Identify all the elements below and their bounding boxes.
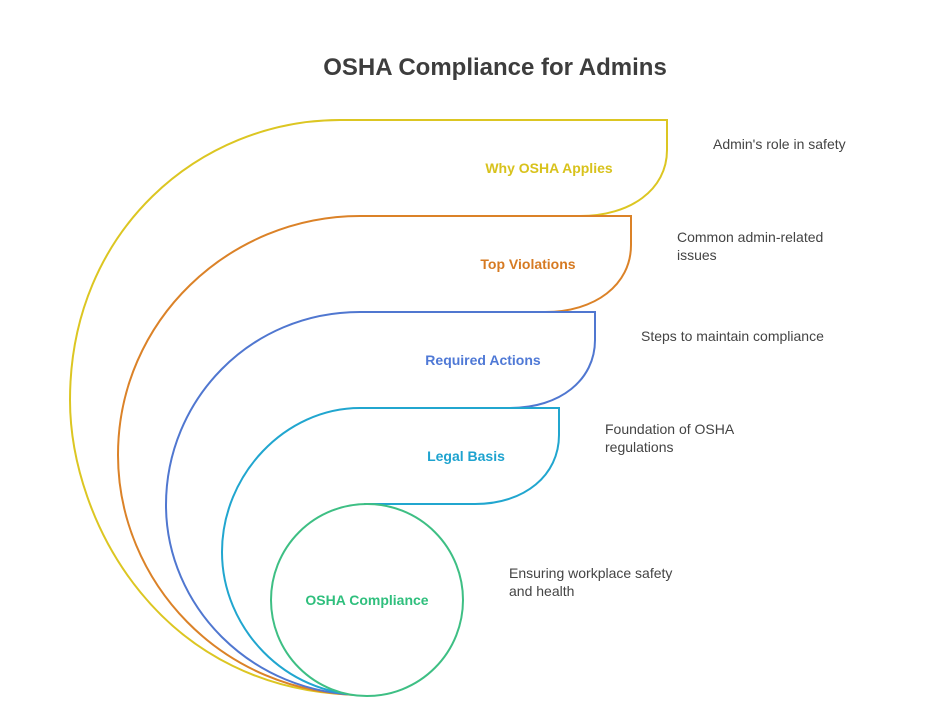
core-circle-osha-compliance (270, 503, 464, 697)
core-label-osha-compliance: OSHA Compliance (305, 592, 428, 608)
description-line: Admin's role in safety (713, 136, 846, 152)
description-line: Steps to maintain compliance (641, 328, 824, 344)
description-line: Foundation of OSHA (605, 421, 735, 437)
description-required-actions: Steps to maintain compliance (641, 327, 901, 345)
diagram-title: OSHA Compliance for Admins (323, 54, 667, 81)
description-line: and health (509, 583, 575, 599)
layer-label-legal-basis: Legal Basis (427, 448, 505, 464)
description-legal-basis: Foundation of OSHA regulations (605, 420, 865, 456)
description-why-osha-applies: Admin's role in safety (713, 135, 947, 153)
layer-label-top-violations: Top Violations (480, 256, 575, 272)
description-line: Common admin-related (677, 229, 824, 245)
description-line: issues (677, 247, 717, 263)
description-osha-compliance: Ensuring workplace safety and health (509, 564, 769, 600)
description-line: regulations (605, 439, 674, 455)
layer-label-required-actions: Required Actions (425, 352, 541, 368)
description-top-violations: Common admin-related issues (677, 228, 937, 264)
description-line: Ensuring workplace safety (509, 565, 673, 581)
layer-label-why-osha-applies: Why OSHA Applies (485, 160, 613, 176)
